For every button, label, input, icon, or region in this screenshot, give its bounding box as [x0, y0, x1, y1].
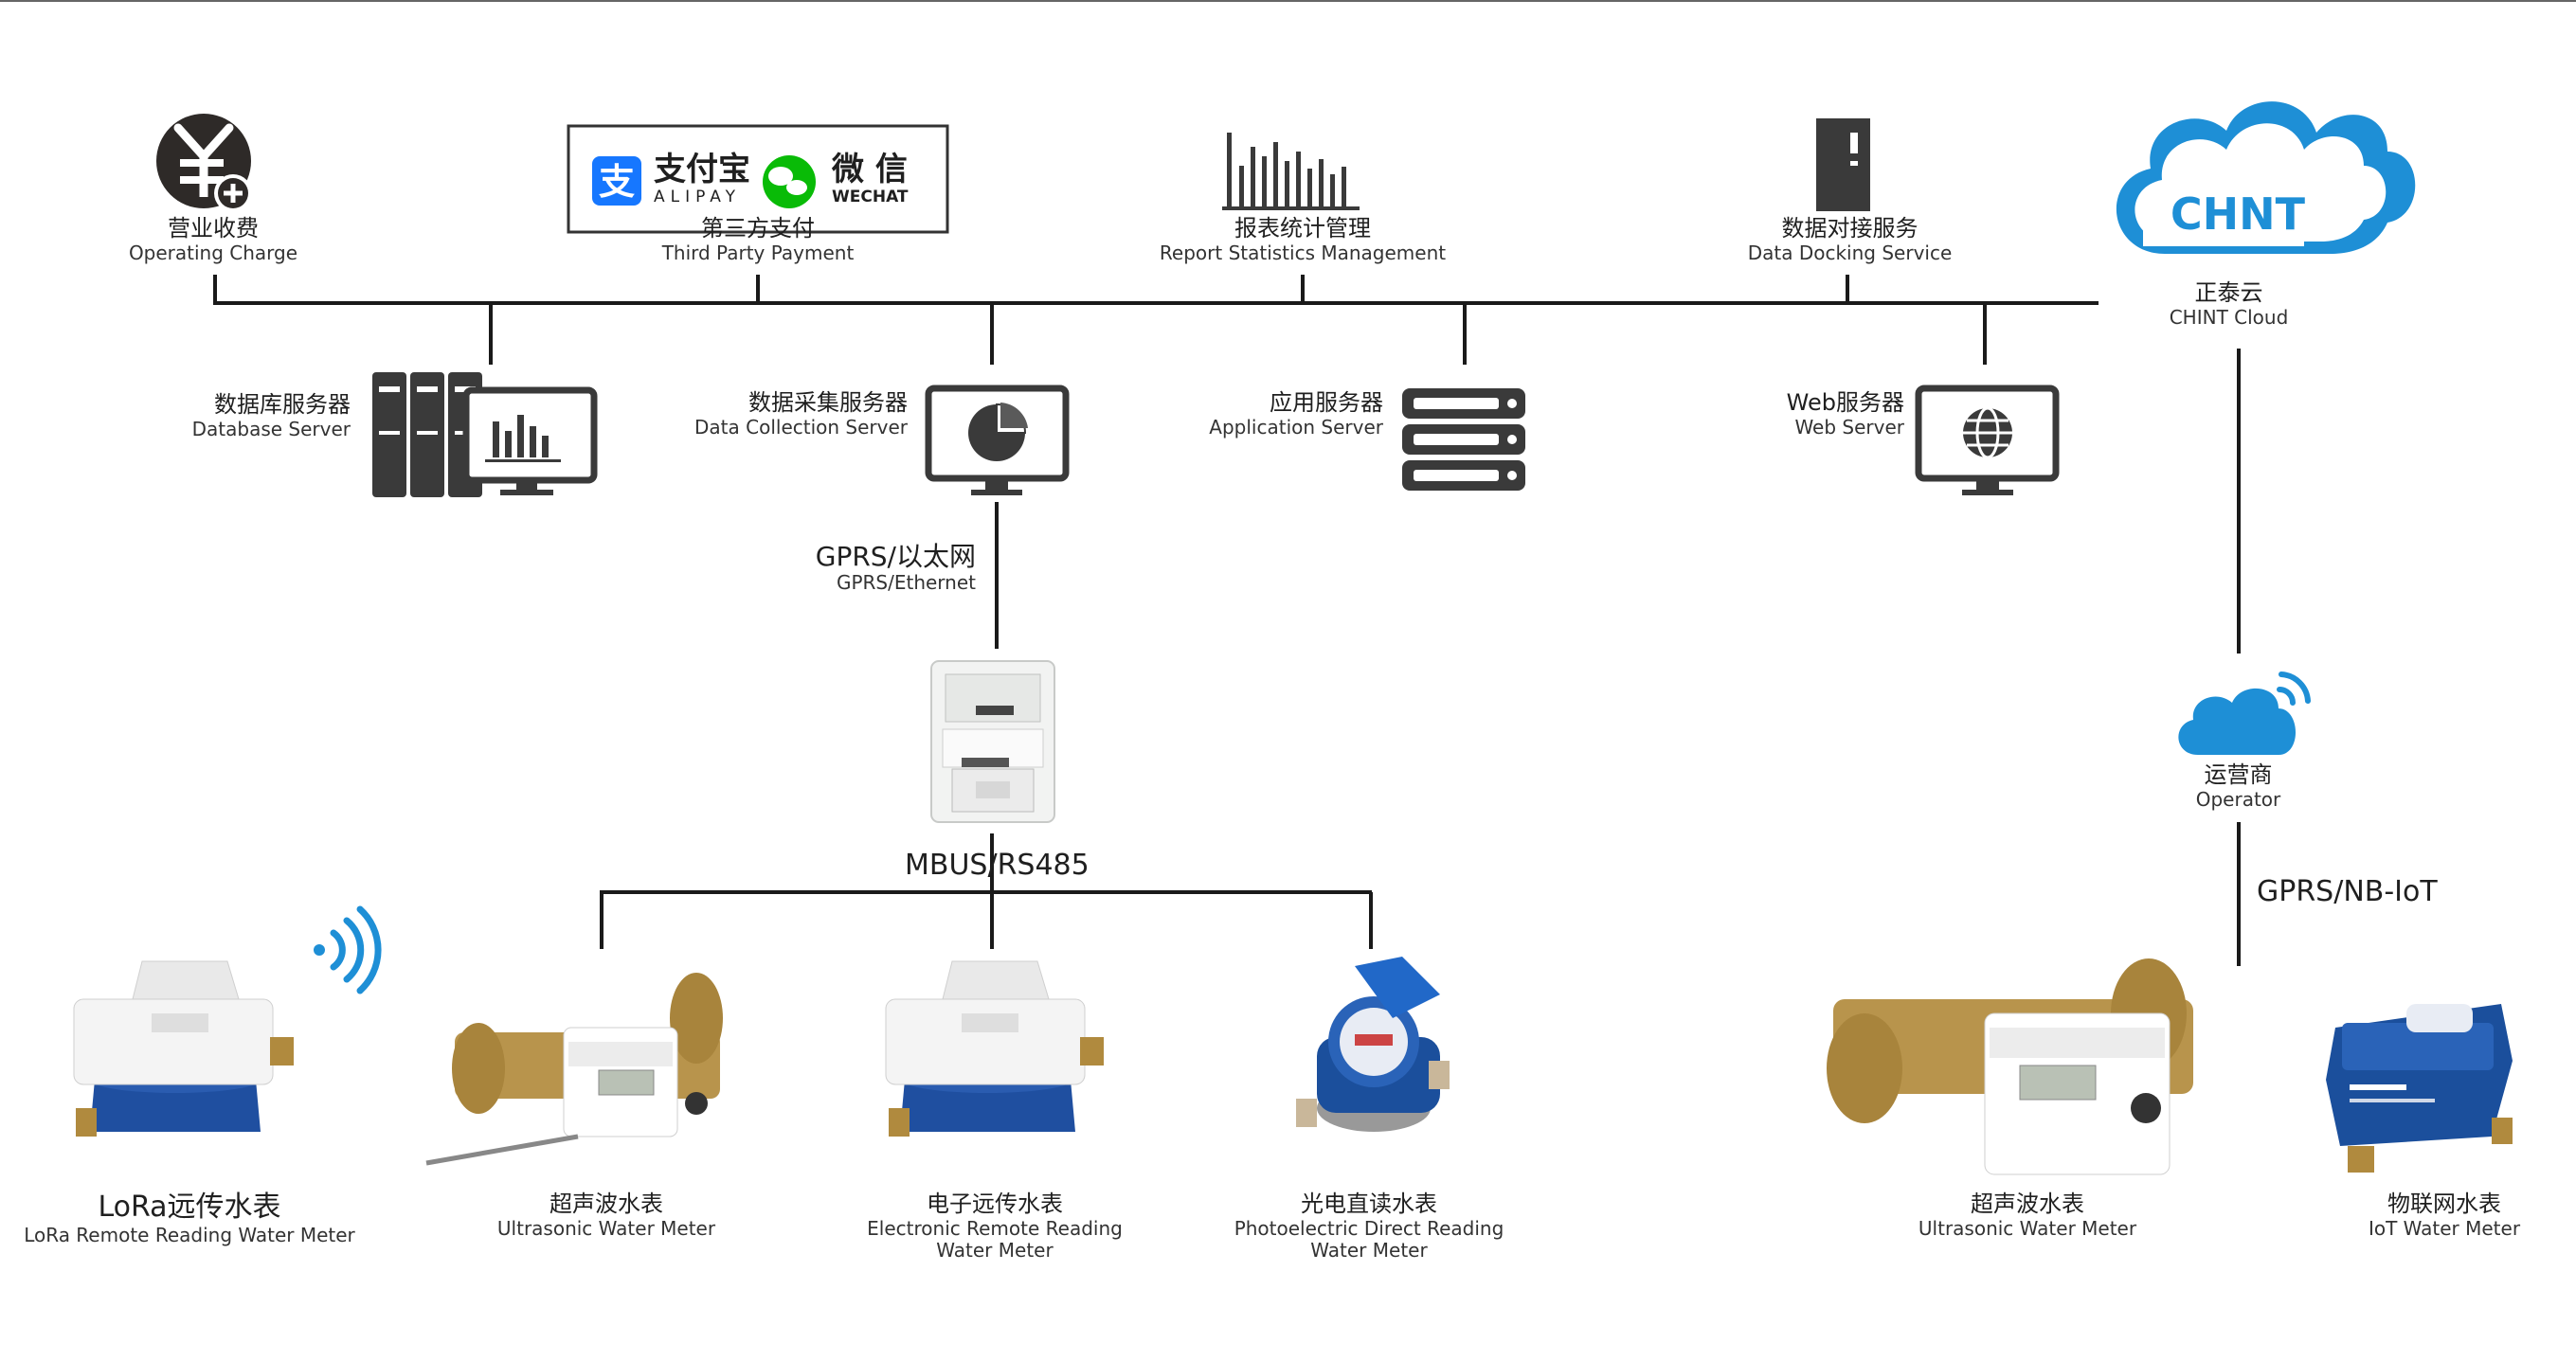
- service-report-statistics: 报表统计管理 Report Statistics Management: [1159, 215, 1447, 264]
- alipay-en: ALIPAY: [654, 188, 741, 207]
- meter-ultrasonic-nbiot: 超声波水表 Ultrasonic Water Meter: [1918, 1191, 2137, 1240]
- ultrasonic-meter-large-image: [1827, 958, 2193, 1175]
- chint-cloud-icon: [2116, 101, 2416, 254]
- link-gprs-nbiot: GPRS/NB-IoT: [2257, 875, 2438, 908]
- server-web: Web服务器 Web Server: [1786, 389, 1904, 439]
- alipay-icon: [592, 156, 641, 206]
- alipay-logo-text: 支付宝 ALIPAY: [654, 151, 750, 207]
- meter-ultrasonic: 超声波水表 Ultrasonic Water Meter: [496, 1191, 716, 1240]
- wechat-en: WECHAT: [832, 188, 909, 207]
- payment-logos: 支: [567, 124, 949, 234]
- link-gprs-ethernet: GPRS/以太网 GPRS/Ethernet: [815, 541, 976, 595]
- yen-plus-icon: [156, 114, 252, 212]
- service-third-party-payment: 第三方支付 Third Party Payment: [661, 215, 855, 264]
- meter-lora: LoRa远传水表 LoRa Remote Reading Water Meter: [24, 1191, 355, 1246]
- database-server-icon: [372, 372, 598, 497]
- operator-cloud-icon: [2178, 672, 2311, 755]
- server-application: 应用服务器 Application Server: [1209, 389, 1383, 439]
- server-database: 数据库服务器 Database Server: [191, 391, 351, 440]
- bar-chart-icon: [1222, 133, 1360, 210]
- server-data-collection: 数据采集服务器 Data Collection Server: [694, 389, 908, 439]
- svg-text:支: 支: [599, 161, 635, 203]
- operator-label: 运营商 Operator: [2195, 761, 2281, 811]
- lora-meter-image: [73, 960, 294, 1137]
- electronic-meter-image: [885, 960, 1104, 1137]
- meter-iot: 物联网水表 IoT Water Meter: [2368, 1191, 2521, 1240]
- link-mbus-rs485: MBUS/RS485: [905, 849, 1090, 882]
- meter-electronic-remote: 电子远传水表 Electronic Remote Reading Water M…: [867, 1191, 1123, 1262]
- alipay-cn: 支付宝: [654, 151, 750, 188]
- globe-monitor-icon: [1915, 385, 2060, 495]
- meter-photoelectric: 光电直读水表 Photoelectric Direct Reading Wate…: [1234, 1191, 1504, 1262]
- chint-logo: CHNT: [2170, 188, 2306, 240]
- iot-meter-image: [2326, 1004, 2513, 1173]
- main-bus: [213, 275, 2241, 966]
- service-data-docking: 数据对接服务 Data Docking Service: [1747, 215, 1953, 264]
- wechat-logo-text: 微 信 WECHAT: [832, 151, 909, 207]
- cloud-label: 正泰云 CHINT Cloud: [2169, 279, 2289, 329]
- ultrasonic-meter-image: [425, 973, 723, 1166]
- photoelectric-meter-image: [1296, 957, 1450, 1132]
- concentrator-device: [930, 660, 1055, 823]
- service-operating-charge: 营业收费 Operating Charge: [128, 215, 298, 264]
- wireless-signal-icon: [314, 905, 382, 994]
- rack-server-icon: [1402, 388, 1525, 491]
- pie-monitor-icon: [925, 385, 1070, 495]
- wechat-cn: 微 信: [832, 151, 908, 188]
- door-icon: [1816, 118, 1870, 211]
